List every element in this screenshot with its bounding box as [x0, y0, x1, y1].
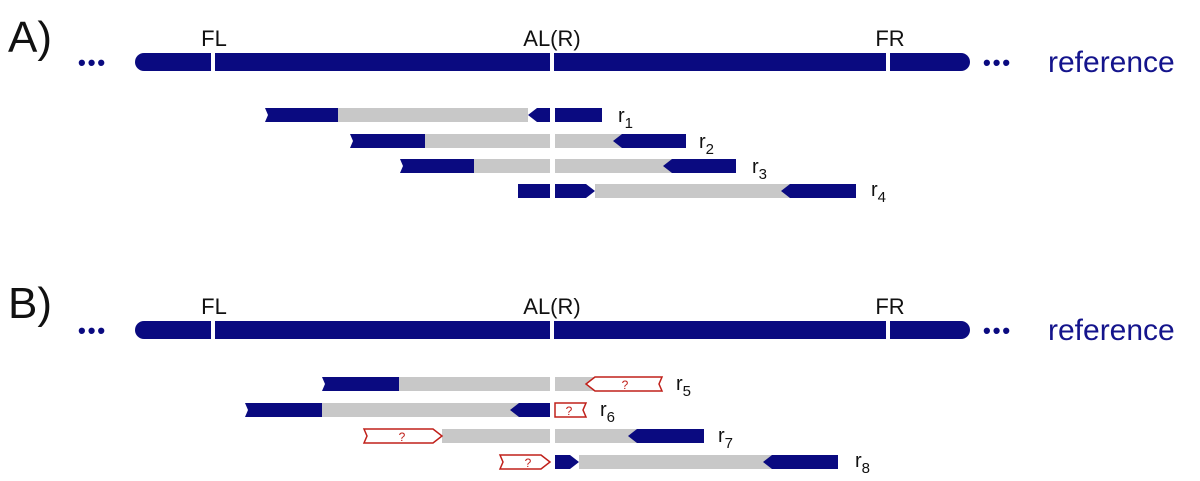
panel-b: B) ••• ••• reference FL AL(R) FR ? r5 — [8, 279, 1175, 477]
breakpoint-gap-fl — [211, 53, 215, 71]
reference-label: reference — [1048, 314, 1175, 347]
read-r1: r1 — [265, 105, 633, 132]
unknown-mate — [498, 454, 552, 470]
read-mate-reverse — [781, 184, 856, 198]
read-label: r1 — [618, 105, 633, 132]
read-insert — [555, 134, 622, 148]
read-mate-split — [518, 184, 550, 198]
unknown-mark: ? — [525, 456, 532, 470]
breakpoint-gap-fl — [211, 321, 215, 339]
read-insert — [595, 184, 790, 198]
unknown-mate — [584, 376, 664, 392]
read-mate-forward — [555, 184, 595, 198]
read-label: r4 — [871, 179, 886, 206]
breakpoint-label-fr: FR — [875, 294, 904, 319]
read-r8: ? r8 — [498, 450, 870, 477]
read-mate-reverse — [763, 455, 838, 469]
reference-line: ••• ••• reference FL AL(R) FR — [78, 26, 1175, 79]
read-mate-split — [555, 108, 602, 122]
read-mate-reverse — [628, 429, 704, 443]
breakpoint-label-al: AL(R) — [523, 26, 580, 51]
read-insert — [555, 159, 672, 173]
read-mate-reverse — [613, 134, 686, 148]
breakpoint-gap-al — [550, 53, 554, 71]
breakpoint-label-al: AL(R) — [523, 294, 580, 319]
read-insert — [442, 429, 550, 443]
unknown-mark: ? — [566, 404, 573, 418]
reference-label: reference — [1048, 46, 1175, 79]
read-r7: ? r7 — [362, 425, 733, 452]
read-r5: ? r5 — [322, 373, 691, 400]
breakpoint-gap-al — [550, 321, 554, 339]
read-mate-reverse — [663, 159, 736, 173]
read-label: r8 — [855, 450, 870, 477]
read-insert — [474, 159, 550, 173]
breakpoint-gap-fr — [886, 53, 890, 71]
panel-label: B) — [8, 279, 52, 328]
read-r4: r4 — [518, 179, 886, 206]
ellipsis-right: ••• — [983, 318, 1012, 343]
read-label: r7 — [718, 425, 733, 452]
breakpoint-label-fr: FR — [875, 26, 904, 51]
breakpoint-gap-fr — [886, 321, 890, 339]
breakpoint-label-fl: FL — [201, 294, 227, 319]
read-mate-forward — [400, 159, 474, 173]
read-insert — [338, 108, 528, 122]
breakpoint-label-fl: FL — [201, 26, 227, 51]
reference-line: ••• ••• reference FL AL(R) FR — [78, 294, 1175, 347]
read-r6: ? r6 — [245, 399, 615, 426]
read-insert — [322, 403, 519, 417]
read-insert — [579, 455, 772, 469]
ellipsis-left: ••• — [78, 50, 107, 75]
read-mate-forward — [265, 108, 338, 122]
read-insert — [399, 377, 550, 391]
read-mate-forward — [555, 455, 579, 469]
read-r2: r2 — [350, 131, 714, 158]
read-label: r2 — [699, 131, 714, 158]
read-mate-forward — [322, 377, 399, 391]
read-mate-forward — [245, 403, 322, 417]
read-r3: r3 — [400, 156, 767, 183]
panel-a: A) ••• ••• reference FL AL(R) FR r1 — [8, 13, 1175, 206]
read-label: r3 — [752, 156, 767, 183]
unknown-mate — [362, 428, 444, 444]
read-mate-reverse — [528, 108, 550, 122]
read-label: r5 — [676, 373, 691, 400]
read-label: r6 — [600, 399, 615, 426]
panel-label: A) — [8, 13, 52, 62]
read-insert — [555, 429, 637, 443]
ellipsis-left: ••• — [78, 318, 107, 343]
unknown-mark: ? — [622, 378, 629, 392]
ellipsis-right: ••• — [983, 50, 1012, 75]
read-mate-reverse — [510, 403, 550, 417]
read-insert — [555, 377, 595, 391]
read-mate-forward — [350, 134, 425, 148]
read-insert — [425, 134, 550, 148]
unknown-mate — [554, 402, 588, 418]
unknown-mark: ? — [399, 430, 406, 444]
